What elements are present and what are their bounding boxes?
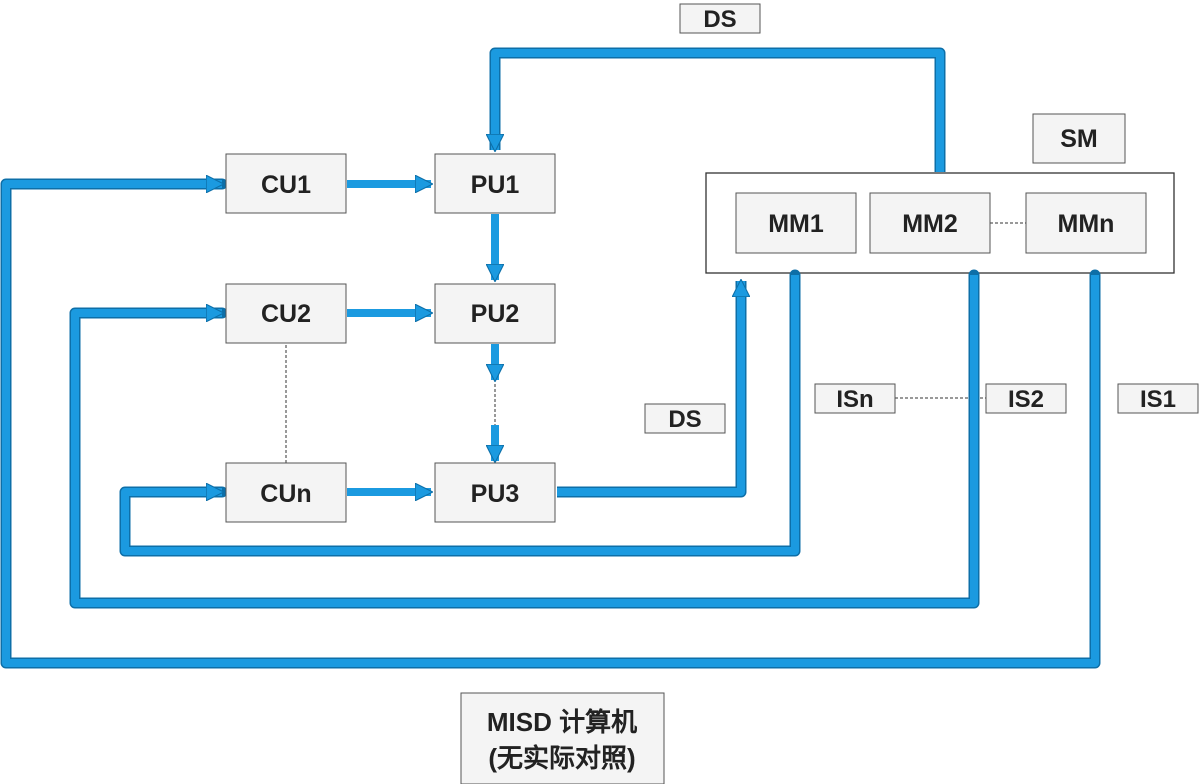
pu1-label: PU1 bbox=[471, 171, 520, 199]
is2-label: IS2 bbox=[1008, 386, 1044, 413]
is2-box: IS2 bbox=[985, 383, 1067, 414]
isn-label: ISn bbox=[836, 386, 873, 413]
pu3-label: PU3 bbox=[471, 480, 520, 508]
cun-label: CUn bbox=[260, 480, 311, 508]
mmn-label: MMn bbox=[1058, 210, 1115, 238]
ds-top-box: DS bbox=[679, 3, 761, 34]
pu2-box: PU2 bbox=[434, 283, 556, 344]
cun-box: CUn bbox=[225, 462, 347, 523]
instruction-stream-isn bbox=[119, 269, 801, 557]
mm2-box: MM2 bbox=[869, 192, 991, 254]
data-stream-top bbox=[495, 47, 946, 172]
cu1-box: CU1 bbox=[225, 153, 347, 214]
instruction-stream-is2 bbox=[69, 269, 980, 609]
caption-line1: MISD 计算机 bbox=[487, 707, 637, 737]
instruction-stream-is1 bbox=[0, 184, 1101, 669]
sm-label: SM bbox=[1060, 125, 1098, 153]
ds-top-label: DS bbox=[703, 6, 736, 33]
isn-box: ISn bbox=[814, 383, 896, 414]
mm2-label: MM2 bbox=[902, 210, 958, 238]
pu1-box: PU1 bbox=[434, 153, 556, 214]
mm1-box: MM1 bbox=[735, 192, 857, 254]
cu1-label: CU1 bbox=[261, 171, 311, 199]
ds-middle-box: DS bbox=[644, 403, 726, 434]
cu2-box: CU2 bbox=[225, 283, 347, 344]
cu2-label: CU2 bbox=[261, 300, 311, 328]
caption-line2: (无实际对照) bbox=[488, 743, 635, 773]
is1-label: IS1 bbox=[1140, 386, 1176, 413]
pu3-box: PU3 bbox=[434, 462, 556, 523]
mm1-label: MM1 bbox=[768, 210, 824, 238]
is1-box: IS1 bbox=[1117, 383, 1199, 414]
ds-middle-label: DS bbox=[668, 406, 701, 433]
mmn-box: MMn bbox=[1025, 192, 1147, 254]
data-stream-pu3-to-sm bbox=[557, 281, 741, 498]
caption-box: MISD 计算机 (无实际对照) bbox=[460, 692, 665, 784]
pu2-label: PU2 bbox=[471, 300, 520, 328]
sm-label-box: SM bbox=[1032, 113, 1126, 164]
